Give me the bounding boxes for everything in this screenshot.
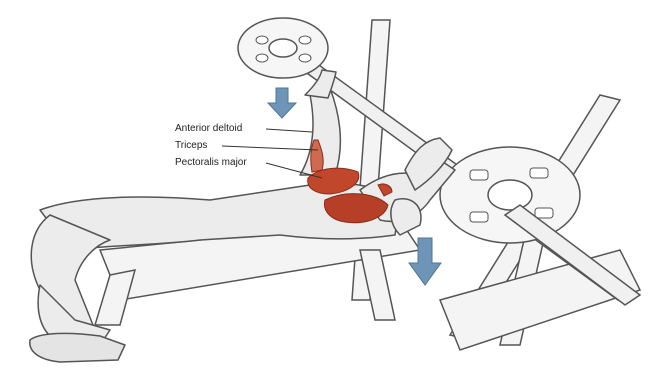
rack-base <box>440 250 640 350</box>
label-pectoralis-major: Pectoralis major <box>175 157 247 169</box>
weight-plate-near-hub <box>488 180 532 210</box>
label-anterior-deltoid: Anterior deltoid <box>175 123 242 135</box>
label-triceps: Triceps <box>175 140 207 152</box>
leader-line-triceps <box>222 146 318 150</box>
weight-plate-far-hub <box>269 39 297 57</box>
shoe <box>30 333 125 362</box>
leader-line-deltoid <box>266 129 312 132</box>
head <box>391 199 421 235</box>
down-arrow-icon <box>268 88 296 118</box>
